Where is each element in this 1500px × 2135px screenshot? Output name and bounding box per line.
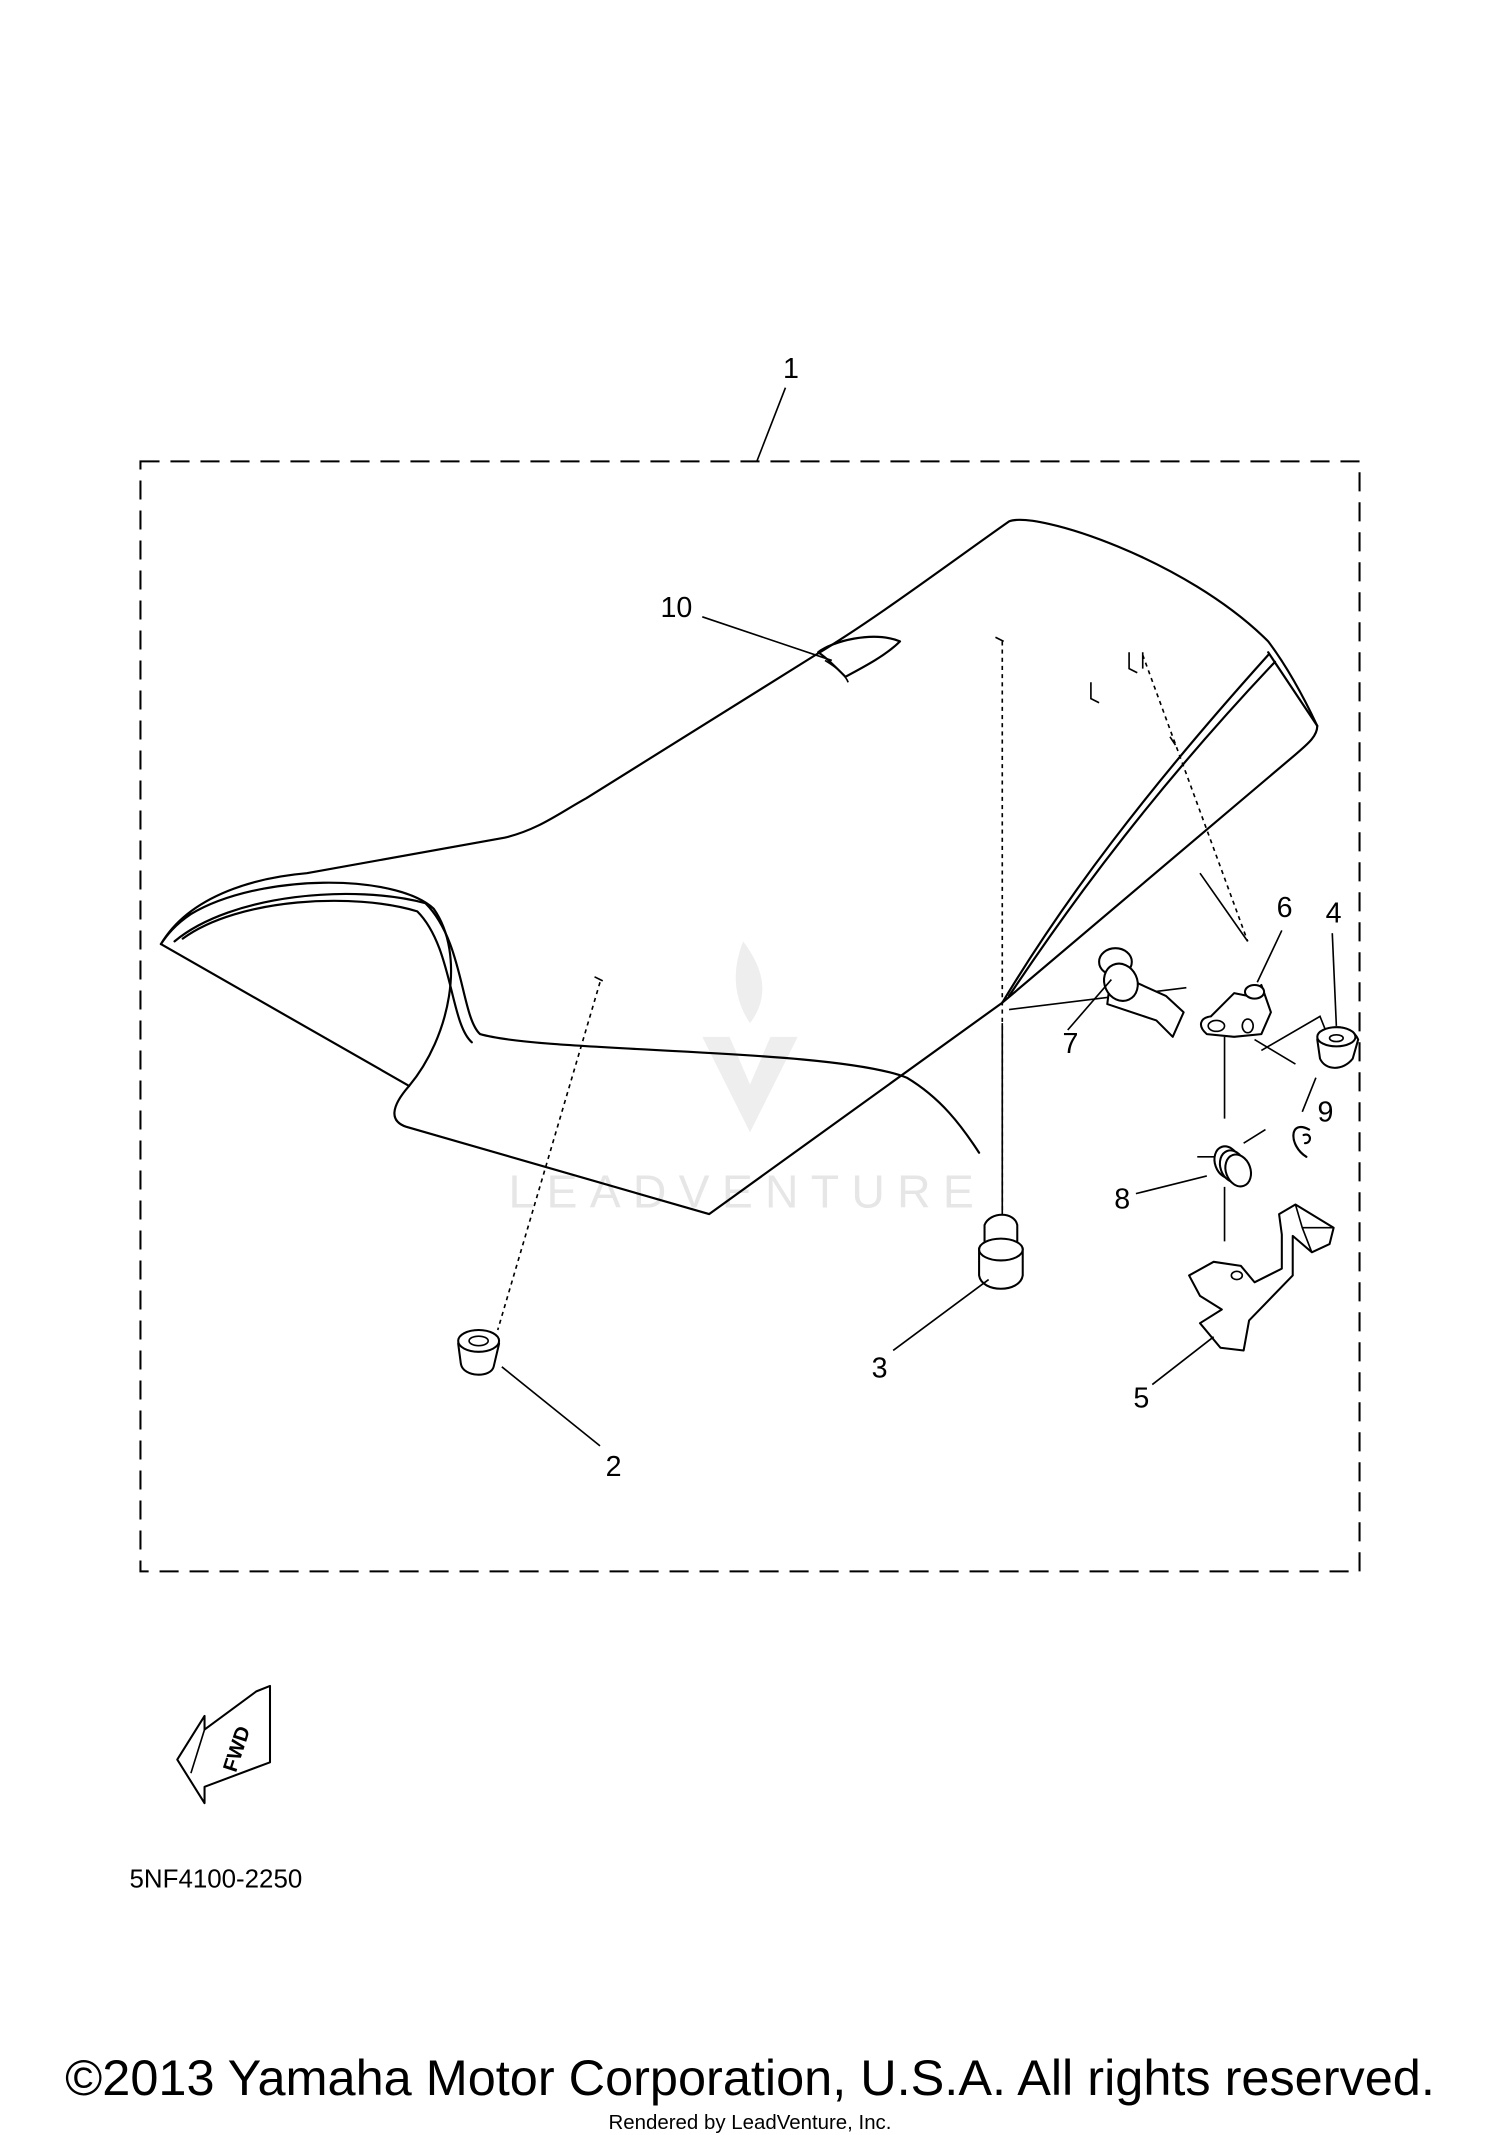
rendered-by-credit: Rendered by LeadVenture, Inc.: [609, 2111, 892, 2134]
callout-8[interactable]: 8: [1114, 1184, 1130, 1216]
watermark-text: LEADVENTURE: [508, 1165, 986, 1217]
part-8-spring: [1197, 1128, 1266, 1188]
part-4-nut: [1316, 1026, 1360, 1069]
callout-5[interactable]: 5: [1133, 1383, 1149, 1415]
copyright-notice: ©2013 Yamaha Motor Corporation, U.S.A. A…: [65, 2049, 1435, 2106]
leader-lines: [496, 641, 1335, 1331]
seat-drawing: [159, 518, 1319, 1216]
assembly-frame: [139, 460, 1361, 1573]
part-6-bracket: [1200, 983, 1272, 1038]
callout-3[interactable]: 3: [872, 1353, 888, 1385]
diagram-code: 5NF4100-2250: [130, 1866, 303, 1894]
callout-1[interactable]: 1: [783, 353, 799, 385]
callout-7[interactable]: 7: [1062, 1028, 1078, 1060]
callout-9[interactable]: 9: [1317, 1096, 1333, 1128]
callout-2[interactable]: 2: [606, 1451, 622, 1483]
fwd-arrow-icon: FWD: [176, 1684, 272, 1805]
part-5-lever: [1188, 1203, 1335, 1352]
callout-leaders: [501, 387, 1338, 1447]
part-2-grommet: [457, 1328, 501, 1376]
callout-10[interactable]: 10: [660, 592, 692, 624]
callout-4[interactable]: 4: [1326, 897, 1342, 929]
callout-6[interactable]: 6: [1277, 892, 1293, 924]
part-7-pin: [1098, 947, 1185, 1038]
part-3-damper: [978, 1213, 1024, 1290]
part-9-clip: [1292, 1126, 1312, 1158]
